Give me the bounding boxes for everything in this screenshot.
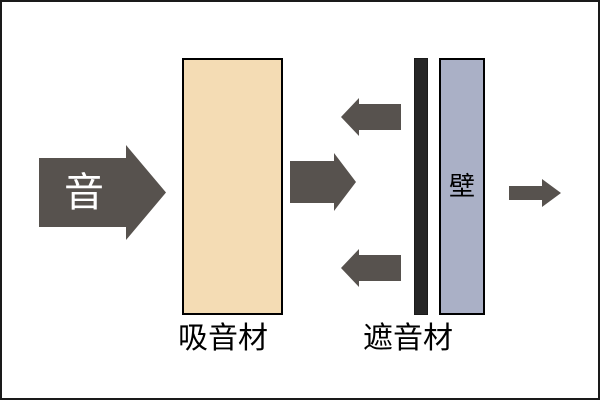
transmitted-sound-arrow	[290, 153, 356, 211]
incoming-sound-arrow	[39, 145, 166, 240]
reflected-sound-arrow-lower	[341, 249, 401, 287]
sound-insulating-material-panel	[414, 58, 428, 315]
wall-panel: 壁	[439, 58, 485, 315]
wall-label: 壁	[448, 171, 475, 202]
sound-insulating-material-caption: 遮音材	[363, 321, 453, 356]
reflected-sound-arrow-lower-icon	[341, 249, 401, 287]
sound-absorbing-material-caption: 吸音材	[178, 321, 268, 356]
leaked-sound-arrow-icon	[509, 179, 561, 207]
sound-absorbing-material-panel	[182, 58, 283, 315]
incoming-sound-label: 音	[64, 170, 104, 216]
reflected-sound-arrow-upper	[341, 98, 401, 136]
incoming-sound-arrow-icon	[39, 145, 166, 240]
transmitted-sound-arrow-icon	[290, 153, 356, 211]
leaked-sound-arrow	[509, 178, 561, 208]
reflected-sound-arrow-upper-icon	[341, 98, 401, 136]
